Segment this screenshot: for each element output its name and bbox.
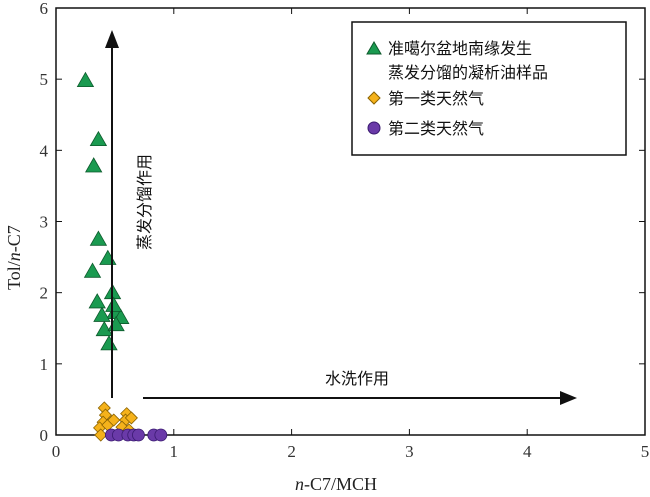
legend-triangle-icon — [366, 41, 382, 55]
triangle-point — [89, 130, 108, 147]
legend: 准噶尔盆地南缘发生 蒸发分馏的凝析油样品 第一类天然气 第二类天然气 — [351, 21, 627, 156]
x-tick-label: 5 — [641, 442, 650, 461]
legend-label-condensate-1: 准噶尔盆地南缘发生 — [388, 39, 532, 58]
triangle-point — [100, 335, 118, 351]
y-axis-label: Tol/n-C7 — [4, 225, 24, 290]
legend-circle-icon — [367, 121, 381, 135]
circle-point — [154, 428, 168, 442]
diamond-point — [94, 428, 108, 442]
y-tick-label: 4 — [40, 141, 49, 160]
legend-label-gas-type2: 第二类天然气 — [388, 119, 484, 138]
x-tick-label: 2 — [287, 442, 296, 461]
triangle-point — [99, 249, 117, 265]
x-axis-label: n-C7/MCH — [295, 474, 377, 494]
x-tick-label: 3 — [405, 442, 414, 461]
x-tick-label: 1 — [170, 442, 179, 461]
diamond-point — [107, 413, 121, 427]
x-tick-label: 0 — [52, 442, 61, 461]
x-tick-label: 4 — [523, 442, 532, 461]
legend-label-gas-type1: 第一类天然气 — [388, 89, 484, 108]
evaporation-label: 蒸发分馏作用 — [135, 154, 154, 250]
triangle-point — [85, 157, 103, 173]
triangle-point — [88, 293, 106, 309]
y-tick-label: 2 — [40, 284, 49, 303]
y-tick-label: 0 — [40, 426, 49, 445]
evaporation-arrow-head — [105, 30, 119, 48]
y-tick-label: 5 — [40, 70, 49, 89]
legend-diamond-icon — [367, 91, 381, 105]
water-washing-label: 水洗作用 — [325, 369, 389, 388]
triangle-point — [76, 71, 95, 87]
triangle-point — [95, 320, 113, 337]
triangle-point — [93, 306, 111, 322]
triangle-point — [105, 296, 123, 312]
y-tick-label: 3 — [40, 213, 49, 232]
y-tick-label: 1 — [40, 355, 49, 374]
diamond-point — [124, 411, 138, 425]
triangle-point — [83, 262, 102, 278]
circle-point — [132, 428, 145, 442]
triangle-point — [89, 230, 108, 246]
y-tick-label: 6 — [40, 0, 49, 18]
water-washing-arrow-head — [560, 391, 577, 405]
legend-label-condensate-2: 蒸发分馏的凝析油样品 — [388, 63, 548, 82]
